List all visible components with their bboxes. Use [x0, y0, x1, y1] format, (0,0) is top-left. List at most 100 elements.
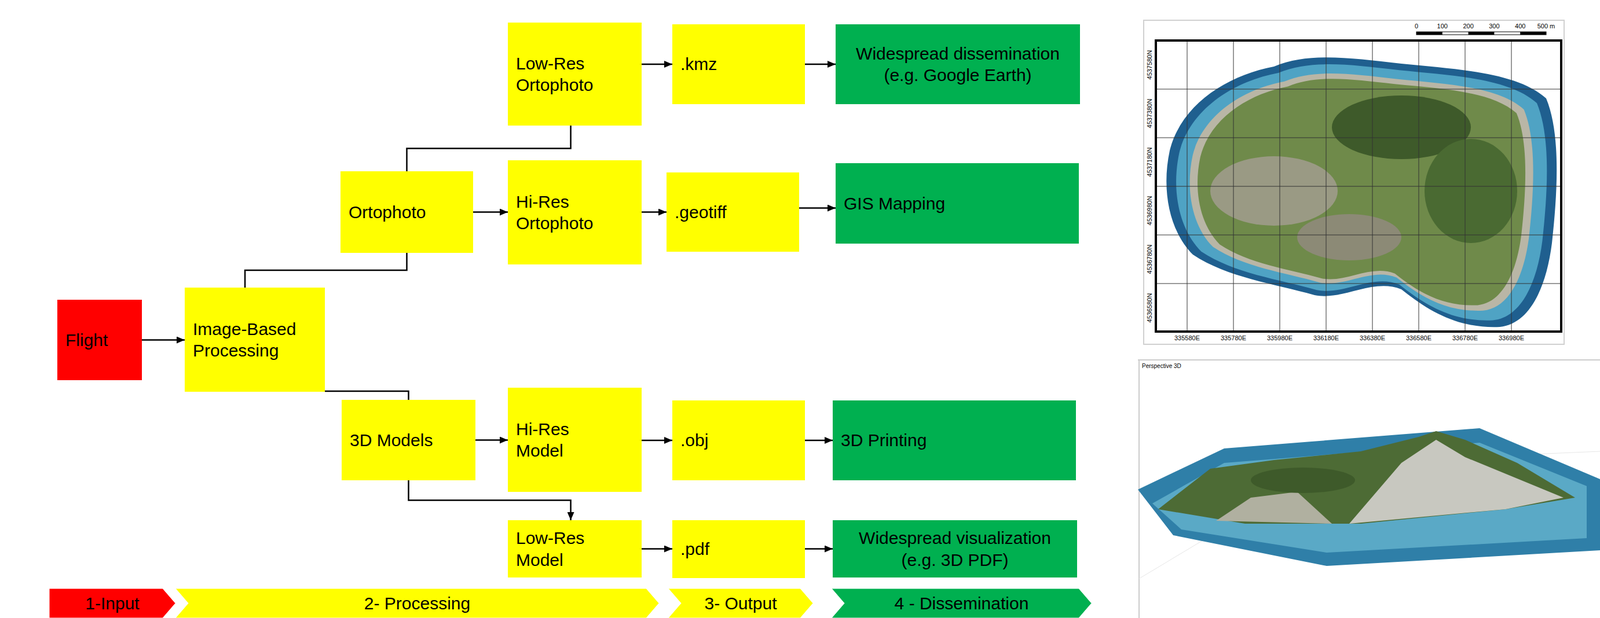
stage-label: 3- Output [704, 592, 777, 615]
map-frame [1155, 40, 1562, 332]
bare-ground [1210, 156, 1338, 226]
process-box: Hi-Res Ortophoto [507, 160, 642, 265]
coordinate-label: 336580E [1406, 335, 1432, 342]
connector [641, 211, 667, 214]
box-label: 3D Printing [840, 429, 927, 452]
stage-label: 4 - Dissemination [894, 592, 1030, 615]
connector [244, 253, 407, 288]
box-label: .kmz [680, 53, 717, 76]
coordinate-label: 4536780N [1146, 244, 1153, 275]
coordinate-label: 336980E [1498, 335, 1525, 342]
box-label: .pdf [680, 538, 710, 561]
coordinate-label: 336380E [1359, 335, 1386, 342]
coordinate-label: 4537180N [1146, 147, 1153, 178]
scale-label: 200 [1462, 23, 1474, 30]
scale-label: 300 [1488, 23, 1500, 30]
process-box: Ortophoto [340, 171, 474, 254]
box-label: Flight [65, 329, 108, 352]
island-map [1166, 57, 1557, 328]
process-box: 3D Models [341, 400, 476, 481]
map-ground [1155, 40, 1562, 332]
forest [1250, 467, 1356, 494]
dissemination-box: GIS Mapping [835, 163, 1079, 244]
box-label: Low-Res Ortophoto [515, 52, 615, 97]
box-label: 3D Models [349, 429, 433, 452]
connector [141, 339, 185, 342]
view-frame [1137, 359, 1600, 361]
connector [799, 207, 836, 210]
connector [804, 63, 836, 66]
scale-bar [1416, 31, 1547, 35]
sea-dark [1166, 57, 1557, 328]
connector [641, 548, 673, 551]
stage-band: 4 - Dissemination [831, 588, 1092, 618]
orthophoto-map [1143, 20, 1565, 345]
output-box: .kmz [672, 24, 805, 105]
map-panel [1143, 20, 1565, 345]
process-box: Low-Res Ortophoto [507, 22, 642, 126]
bare-ground [1297, 214, 1402, 261]
dissemination-box: 3D Printing [832, 400, 1076, 481]
coordinate-label: 336180E [1313, 335, 1339, 342]
connector [473, 211, 508, 214]
connector [641, 440, 673, 442]
scale-label: 100 [1437, 23, 1448, 30]
scale-label: 500 m [1537, 23, 1556, 30]
box-label: Hi-Res Model [515, 418, 615, 463]
coordinate-label: 4537580N [1146, 50, 1153, 80]
chevron-fill [668, 588, 814, 618]
coordinate-label: 4536580N [1146, 293, 1153, 324]
box-label: Widespread visualization (e.g. 3D PDF) [840, 527, 1069, 571]
chevron-fill [175, 588, 659, 618]
island-land [1197, 78, 1526, 306]
output-box: .pdf [672, 520, 805, 579]
dissemination-box: Widespread dissemination (e.g. Google Ea… [835, 24, 1080, 105]
dissemination-box: Widespread visualization (e.g. 3D PDF) [832, 520, 1078, 578]
box-label: .obj [680, 429, 709, 452]
box-label: Ortophoto [348, 201, 426, 224]
coordinate-label: 4537380N [1146, 99, 1153, 129]
stage-band: 1-Input [49, 588, 176, 618]
connector [804, 548, 833, 551]
scale-label: 400 [1514, 23, 1526, 30]
box-label: Image-Based Processing [192, 318, 317, 362]
sea-shallow [1176, 64, 1547, 321]
coordinate-label: 335980E [1267, 335, 1293, 342]
model-3d-view [1137, 360, 1600, 618]
output-box: .obj [672, 400, 805, 481]
chevron-fill [831, 588, 1092, 618]
scale-label: 0 [1414, 23, 1419, 30]
view-title: Perspective 3D [1141, 363, 1182, 370]
stage-label: 2- Processing [364, 592, 471, 615]
connector [475, 439, 508, 442]
sea-base [1137, 428, 1600, 567]
forest [1424, 138, 1518, 244]
stage-band: 2- Processing [175, 588, 659, 618]
input-box: Flight [57, 299, 142, 381]
box-label: .geotiff [674, 201, 727, 224]
stage-band: 3- Output [668, 588, 814, 618]
box-label: Hi-Res Ortophoto [515, 191, 615, 235]
connector [804, 440, 833, 442]
process-box: Low-Res Model [507, 520, 642, 578]
output-box: .geotiff [666, 172, 800, 252]
stage-label: 1-Input [85, 592, 139, 615]
coordinate-label: 336780E [1452, 335, 1478, 342]
cliff-face [1216, 492, 1332, 525]
island-hill [1158, 431, 1576, 525]
coordinate-label: 335580E [1174, 335, 1200, 342]
box-label: Low-Res Model [515, 527, 615, 571]
box-label: Widespread dissemination (e.g. Google Ea… [843, 42, 1072, 87]
process-box: Image-Based Processing [184, 287, 325, 393]
chevron-fill [49, 588, 176, 618]
coordinate-label: 4536980N [1146, 196, 1153, 226]
process-box: Hi-Res Model [507, 387, 642, 493]
connector [641, 63, 673, 66]
cliff-face [1349, 440, 1564, 525]
map-grid [1155, 40, 1562, 332]
box-label: GIS Mapping [843, 192, 946, 215]
coordinate-label: 335780E [1220, 335, 1247, 342]
cliff-rim [1190, 73, 1534, 311]
connector [324, 391, 409, 401]
